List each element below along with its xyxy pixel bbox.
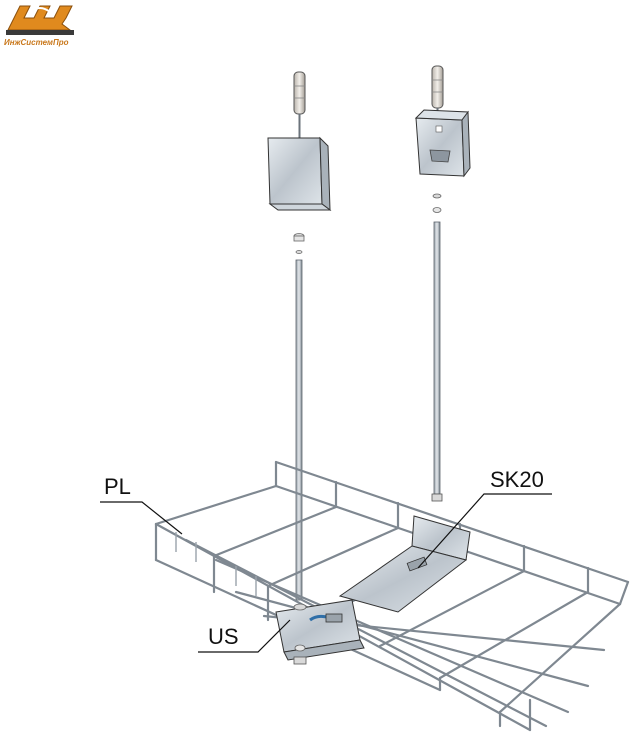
leader-sk20 xyxy=(417,493,552,569)
callout-us: US xyxy=(208,624,239,649)
leader-us xyxy=(198,619,291,653)
dsr-logo-icon xyxy=(6,5,74,35)
left-anchor xyxy=(293,71,306,138)
leader-lines xyxy=(100,493,552,653)
us-bracket xyxy=(275,599,365,661)
leader-pl xyxy=(100,501,183,535)
brand-name: ИнжСистемПро xyxy=(4,38,69,47)
left-hanger xyxy=(267,71,332,601)
tray-front-wall-hatch xyxy=(175,532,257,596)
right-threaded-rod xyxy=(431,221,443,502)
left-bracket xyxy=(267,136,332,212)
left-threaded-rod xyxy=(295,259,303,601)
left-nut-washer xyxy=(293,233,305,254)
callout-pl: PL xyxy=(104,474,131,499)
sk20-bracket xyxy=(338,515,471,613)
callout-sk20: SK20 xyxy=(490,467,544,492)
bottom-nut-washer xyxy=(293,603,307,665)
right-hanger xyxy=(414,65,471,502)
right-bracket xyxy=(414,109,471,178)
right-nut-washer xyxy=(432,193,442,213)
